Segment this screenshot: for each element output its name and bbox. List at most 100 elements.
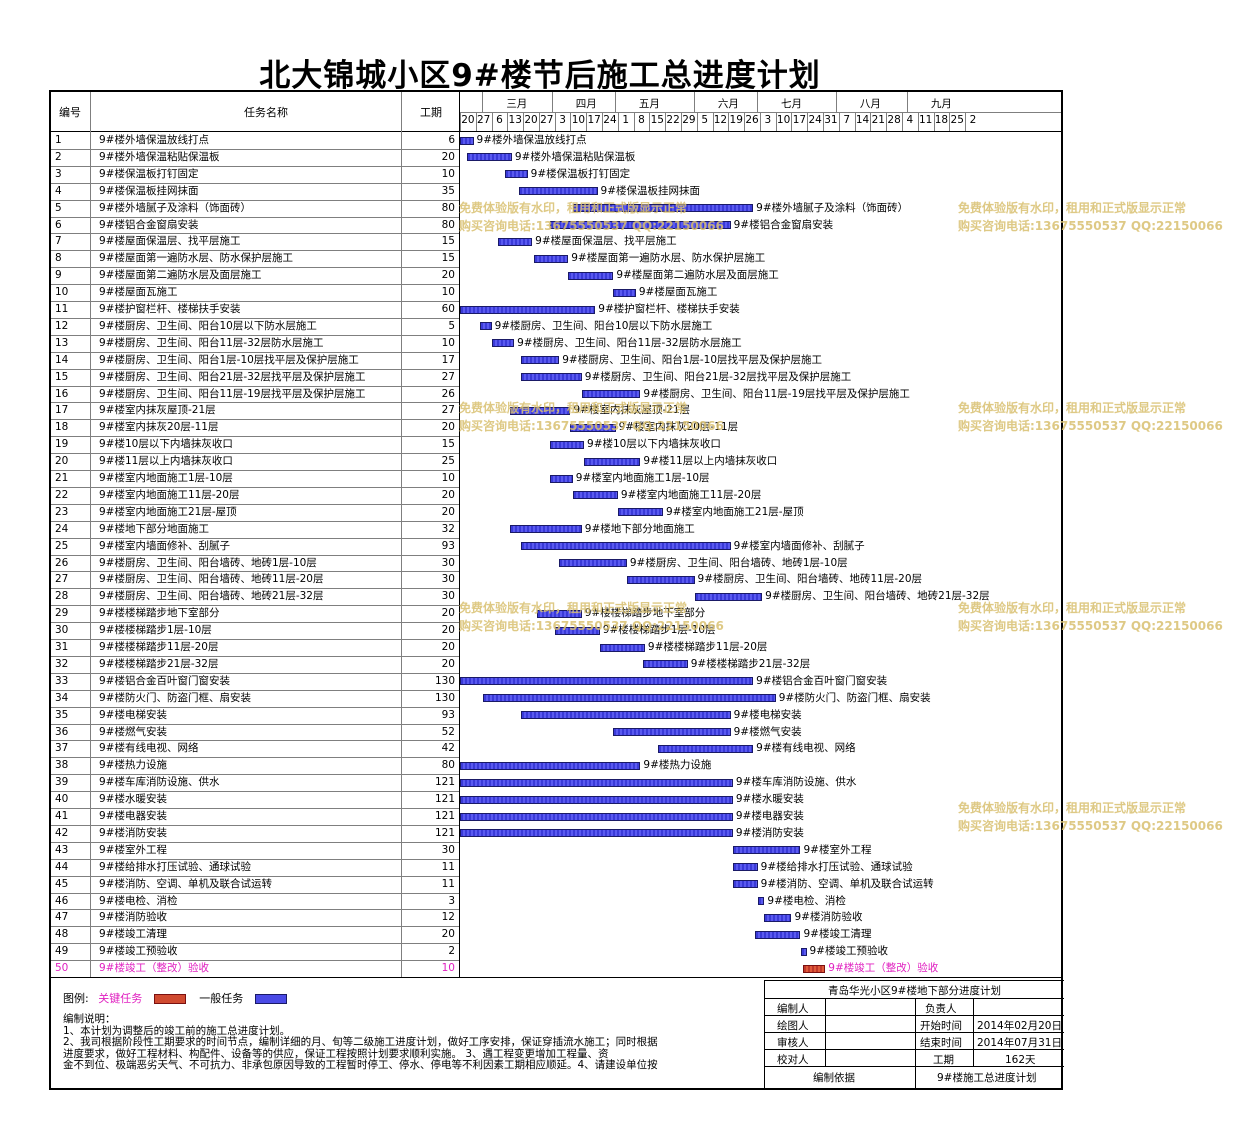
row-divider <box>51 841 459 843</box>
month-divider <box>551 92 553 112</box>
task-bar <box>460 136 474 145</box>
row-divider <box>51 926 459 928</box>
task-duration: 25 <box>441 455 455 468</box>
task-bar-label: 9#楼铝合金百叶窗门窗安装 <box>756 674 888 687</box>
day-label: 1 <box>622 114 630 126</box>
task-bar <box>570 423 616 432</box>
task-duration: 10 <box>441 336 455 349</box>
task-bar-label: 9#楼屋面第一遍防水层、防水保护层施工 <box>571 252 766 265</box>
task-id: 36 <box>55 725 69 738</box>
period-label: 工期 <box>933 1054 954 1066</box>
task-bar <box>559 559 627 567</box>
day-divider <box>460 112 461 131</box>
task-id: 18 <box>55 421 69 434</box>
task-name: 9#楼楼梯踏步11层-20层 <box>99 641 219 653</box>
task-id: 21 <box>55 472 69 484</box>
task-bar <box>642 660 688 669</box>
basis-value: 9#楼施工总进度计划 <box>937 1072 1037 1084</box>
notes-line: 金不到位、极端恶劣天气、不可抗力、非承包原因导致的工程暂时停工、停水、停电等不利… <box>63 1059 658 1071</box>
task-name: 9#楼厨房、卫生间、阳台墙砖、地砖21层-32层 <box>99 590 324 603</box>
task-id: 43 <box>55 843 69 856</box>
day-divider <box>665 112 667 131</box>
day-label: 26 <box>745 114 759 126</box>
header-id: 编号 <box>59 106 81 119</box>
month-divider <box>756 92 758 112</box>
task-id: 28 <box>55 590 69 603</box>
task-name: 9#楼电梯安装 <box>99 708 167 721</box>
task-bar-label: 9#楼消防、空调、单机及联合试运转 <box>760 877 934 890</box>
task-duration: 20 <box>441 657 455 670</box>
col-divider <box>90 92 91 977</box>
task-id: 20 <box>55 455 69 468</box>
task-name: 9#楼厨房、卫生间、阳台11层-32层防水层施工 <box>99 336 324 349</box>
row-divider <box>51 605 459 607</box>
project-name: 青岛华光小区9#楼地下部分进度计划 <box>828 985 1001 997</box>
task-id: 31 <box>55 641 69 653</box>
task-bar-label: 9#楼室内抹灰屋顶-21层 <box>573 404 691 417</box>
row-divider <box>51 385 459 387</box>
task-name: 9#楼热力设施 <box>99 759 167 772</box>
day-divider <box>586 112 588 131</box>
day-divider <box>507 112 509 131</box>
task-bar-label: 9#楼厨房、卫生间、阳台墙砖、地砖11层-20层 <box>697 573 923 586</box>
day-divider <box>491 112 493 131</box>
task-bar <box>550 221 731 229</box>
row-divider <box>51 537 459 539</box>
day-divider <box>617 112 619 131</box>
task-bar <box>732 846 801 855</box>
task-bar-label: 9#楼室内地面施工21层-屋顶 <box>665 505 804 518</box>
day-label: 12 <box>713 114 728 126</box>
day-label: 14 <box>855 114 870 126</box>
task-name: 9#楼楼梯踏步1层-10层 <box>99 624 212 637</box>
task-bar-label: 9#楼防火门、防盗门框、扇安装 <box>778 691 931 704</box>
task-bar <box>550 440 584 449</box>
task-bar <box>491 339 515 348</box>
task-id: 41 <box>55 810 69 822</box>
task-duration: 11 <box>441 860 455 873</box>
task-bar <box>460 761 641 770</box>
task-id: 42 <box>55 826 69 839</box>
task-bar <box>536 609 582 618</box>
day-label: 17 <box>587 114 601 126</box>
task-id: 27 <box>55 573 69 586</box>
task-bar <box>658 744 754 753</box>
task-name: 9#楼屋面第二遍防水层及面层施工 <box>99 269 262 282</box>
task-bar <box>460 812 733 821</box>
task-id: 5 <box>55 201 62 214</box>
task-name: 9#楼外墙保温放线打点 <box>99 134 209 146</box>
legend-critical-swatch <box>153 994 186 1004</box>
task-id: 7 <box>55 235 62 248</box>
row-divider <box>51 216 459 218</box>
task-duration: 121 <box>434 793 455 806</box>
task-bar-label: 9#楼厨房、卫生间、阳台墙砖、地砖1层-10层 <box>629 556 848 569</box>
row-divider <box>51 875 459 877</box>
task-name: 9#楼水暖安装 <box>99 793 167 806</box>
task-bar <box>534 254 569 263</box>
day-divider <box>649 112 651 131</box>
row-divider <box>51 774 459 776</box>
task-bar <box>755 930 801 939</box>
task-duration: 10 <box>441 962 455 975</box>
row-divider <box>51 740 459 742</box>
task-duration: 121 <box>434 776 455 789</box>
day-divider <box>965 112 967 131</box>
task-name: 9#楼厨房、卫生间、阳台11层-19层找平层及保护层施工 <box>99 387 366 400</box>
task-duration: 12 <box>441 911 455 924</box>
day-divider <box>602 112 604 131</box>
task-duration: 52 <box>441 725 455 738</box>
task-bar <box>554 626 600 635</box>
task-id: 15 <box>55 370 69 383</box>
row-divider <box>51 334 459 336</box>
task-bar-label: 9#楼楼梯踏步1层-10层 <box>602 624 716 637</box>
task-bar <box>613 288 636 297</box>
day-divider <box>633 112 635 131</box>
month-divider <box>482 92 484 112</box>
task-id: 37 <box>55 742 69 755</box>
task-id: 25 <box>55 539 69 552</box>
task-name: 9#楼厨房、卫生间、阳台21层-32层找平层及保护层施工 <box>99 370 366 383</box>
task-duration: 20 <box>441 505 455 518</box>
task-bar-label: 9#楼消防验收 <box>794 911 863 924</box>
task-bar <box>505 170 528 179</box>
task-name: 9#楼给排水打压试验、通球试验 <box>99 860 251 873</box>
task-bar <box>568 271 614 280</box>
